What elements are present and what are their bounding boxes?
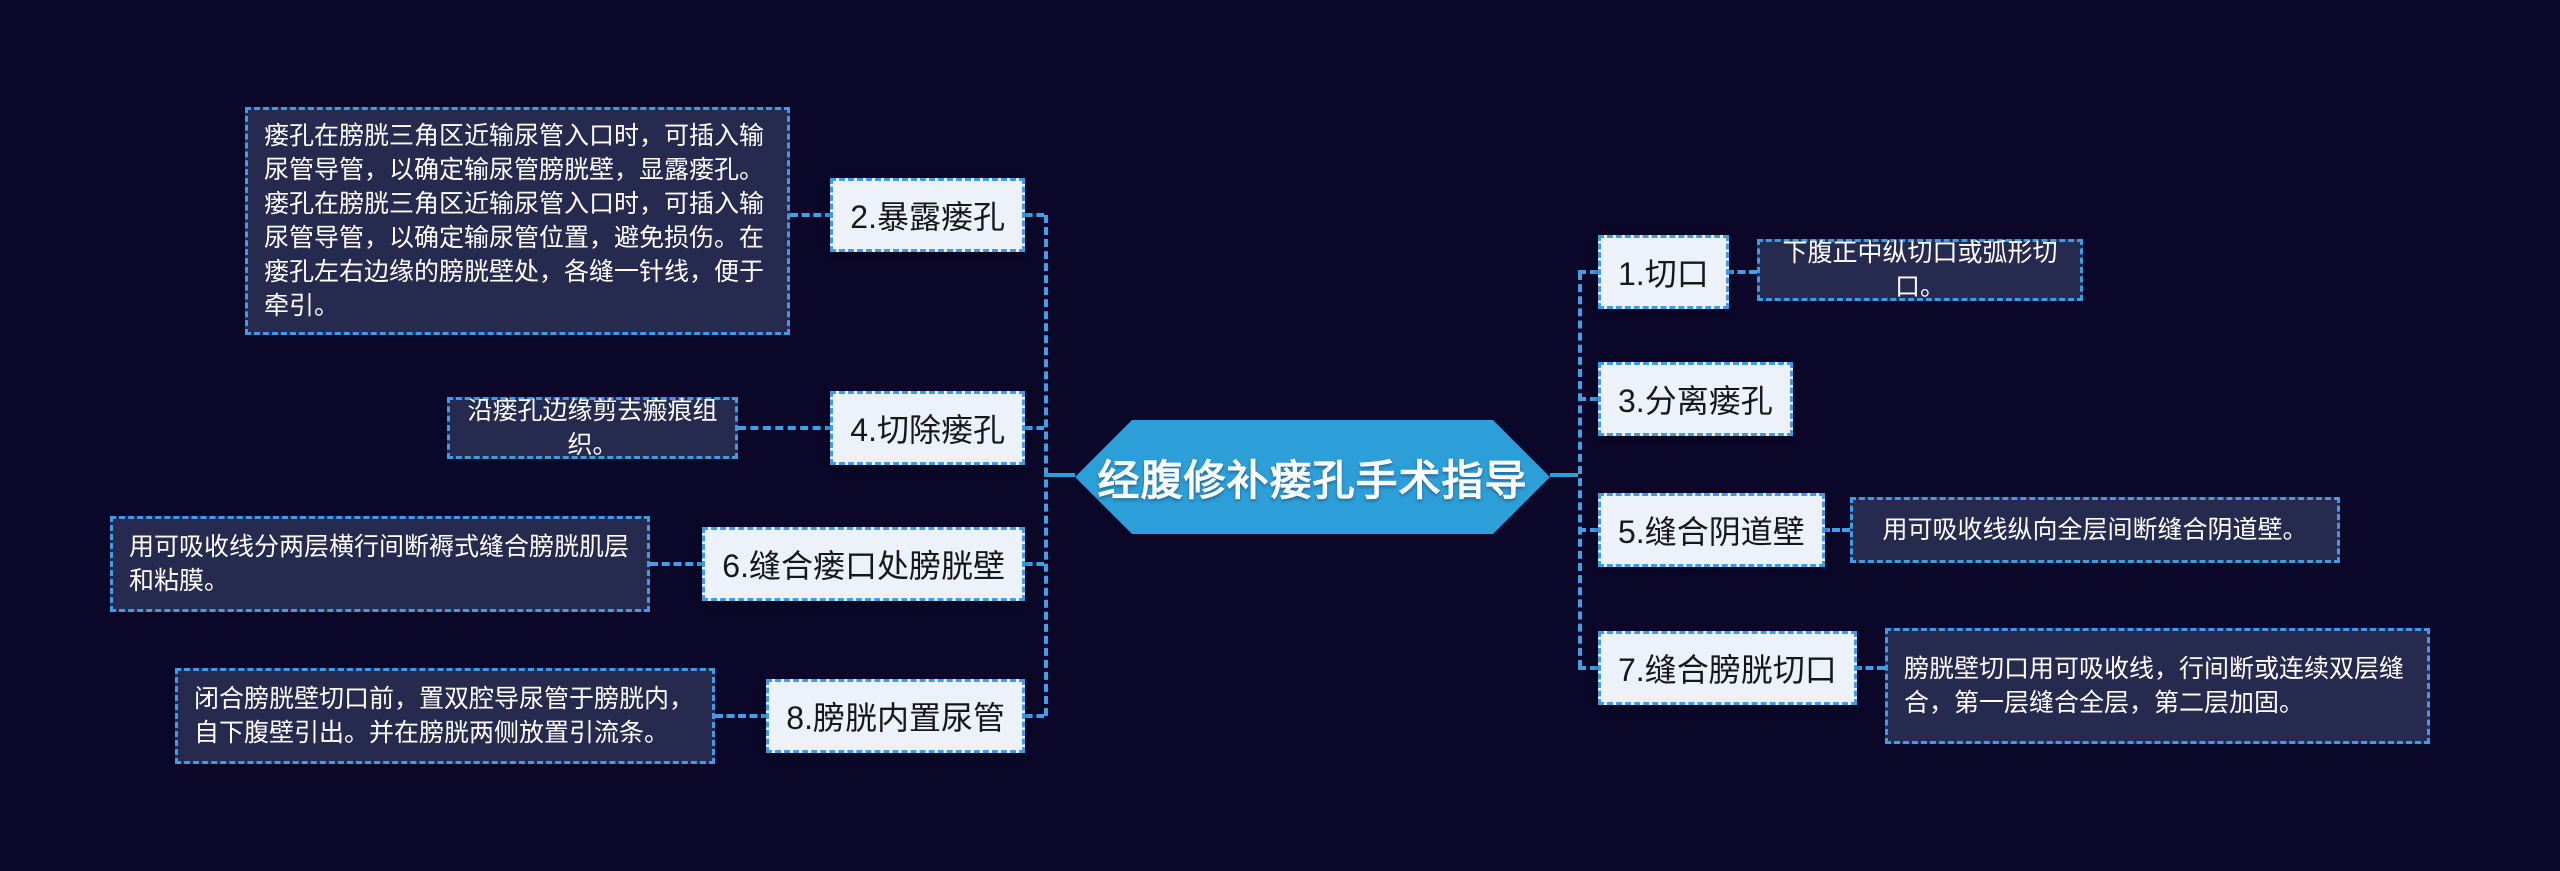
connector-trunk-node7 <box>1578 666 1598 670</box>
node-8-indwelling-catheter[interactable]: 8.膀胱内置尿管 <box>766 679 1025 753</box>
note-6-suture-bladder-wall-at-fistula[interactable]: 用可吸收线分两层横行间断褥式缝合膀胱肌层和粘膜。 <box>110 516 650 612</box>
central-topic[interactable]: 经腹修补瘘孔手术指导 <box>1075 420 1550 534</box>
connector-trunk-node3 <box>1578 397 1598 401</box>
node-4-excise-fistula[interactable]: 4.切除瘘孔 <box>830 391 1025 465</box>
connector-node8-trunk <box>1025 714 1044 718</box>
connector-center-left <box>1044 473 1075 477</box>
node-2-expose-fistula[interactable]: 2.暴露瘘孔 <box>830 178 1025 252</box>
note-5-suture-vaginal-wall[interactable]: 用可吸收线纵向全层间断缝合阴道壁。 <box>1850 497 2340 563</box>
note-1-incision[interactable]: 下腹正中纵切口或弧形切口。 <box>1757 239 2083 301</box>
connector-node4-trunk <box>1025 426 1044 430</box>
connector-node7-note7 <box>1854 666 1885 670</box>
connector-note2-node2 <box>790 213 833 217</box>
connector-node5-note5 <box>1822 528 1850 532</box>
connector-center-right <box>1550 473 1578 477</box>
node-7-suture-bladder-incision[interactable]: 7.缝合膀胱切口 <box>1598 631 1857 705</box>
connector-trunk-node5 <box>1578 528 1598 532</box>
connector-right-trunk <box>1578 272 1582 668</box>
note-2-expose-fistula[interactable]: 瘘孔在膀胱三角区近输尿管入口时，可插入输尿管导管，以确定输尿管膀胱壁，显露瘘孔。… <box>245 107 790 335</box>
connector-node2-trunk <box>1025 213 1044 217</box>
connector-note8-node8 <box>715 714 769 718</box>
connector-trunk-node1 <box>1578 270 1598 274</box>
connector-note6-node6 <box>650 562 705 566</box>
node-3-separate-fistula[interactable]: 3.分离瘘孔 <box>1598 362 1793 436</box>
connector-node1-note1 <box>1726 270 1757 274</box>
connector-node6-trunk <box>1025 562 1044 566</box>
note-8-indwelling-catheter[interactable]: 闭合膀胱壁切口前，置双腔导尿管于膀胱内，自下腹壁引出。并在膀胱两侧放置引流条。 <box>175 668 715 764</box>
node-1-incision[interactable]: 1.切口 <box>1598 235 1729 309</box>
connector-note4-node4 <box>738 426 833 430</box>
node-5-suture-vaginal-wall[interactable]: 5.缝合阴道壁 <box>1598 493 1825 567</box>
note-7-suture-bladder-incision[interactable]: 膀胱壁切口用可吸收线，行间断或连续双层缝合，第一层缝合全层，第二层加固。 <box>1885 628 2430 744</box>
note-4-excise-fistula[interactable]: 沿瘘孔边缘剪去瘢痕组织。 <box>447 397 738 459</box>
connector-left-trunk <box>1044 215 1048 716</box>
node-6-suture-bladder-wall-at-fistula[interactable]: 6.缝合瘘口处膀胱壁 <box>702 527 1025 601</box>
